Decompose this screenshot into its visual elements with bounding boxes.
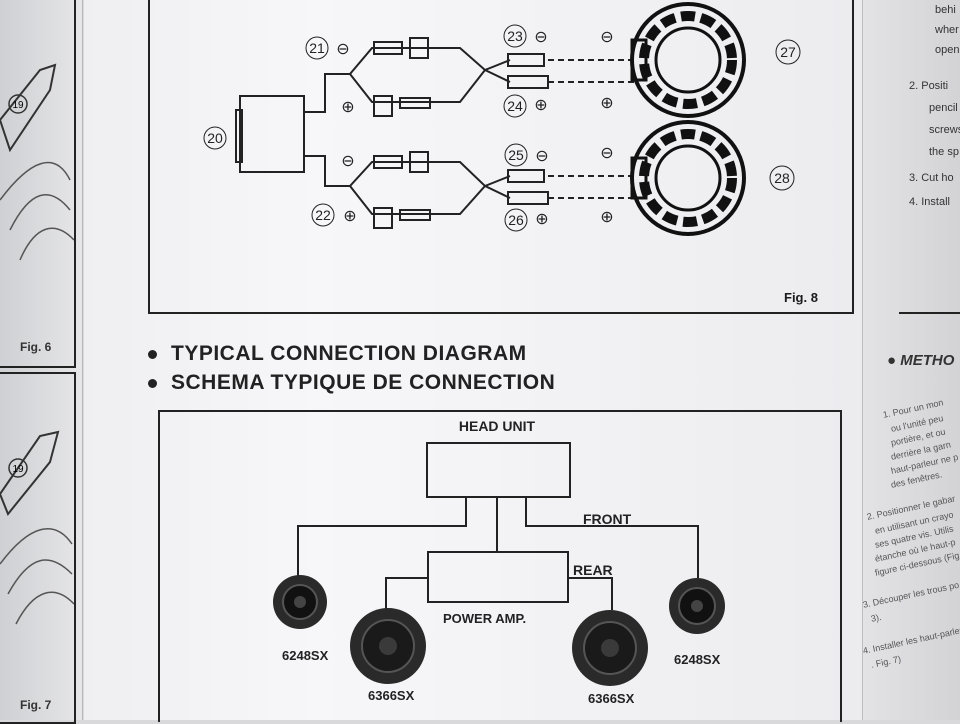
speaker-label-rear-left: 6366SX [368,688,415,703]
speaker-rear-left [350,608,426,684]
polarity-plus-21: ⊕ [341,99,354,116]
callout-21: 21 [309,40,325,56]
speaker-label-front-right: 6248SX [674,652,721,667]
callout-28: 28 [774,170,790,186]
rear-label: REAR [573,562,613,578]
callout-20: 20 [207,130,223,146]
fr-text-line: 3. Découper les trous po [862,579,960,610]
polarity-minus-22: ⊖ [341,153,354,170]
method-heading: ● METHO [887,352,955,369]
callout-27: 27 [780,44,796,60]
speaker-label-front-left: 6248SX [282,648,329,663]
heading-english: TYPICAL CONNECTION DIAGRAM [148,342,527,366]
connection-diagram-frame [158,410,842,722]
heading-french: SCHEMA TYPIQUE DE CONNECTION [148,371,555,395]
fr-text-line: 3). [869,611,883,624]
fr-text-line: . Fig. 7) [869,653,902,670]
bullet-icon [148,349,157,359]
polarity-plus-22: ⊕ [343,208,356,225]
polarity-minus-23: ⊖ [534,29,547,46]
power-amp-label: POWER AMP. [443,611,526,626]
speaker-front-right [669,578,725,634]
polarity-minus-25: ⊖ [535,148,548,165]
fig6-label: Fig. 6 [20,340,52,354]
callout-26: 26 [508,212,524,228]
main-page [84,0,864,720]
callout-22: 22 [315,207,331,223]
head-unit-box [426,442,571,498]
fig7-label: Fig. 7 [20,698,52,712]
speaker-front-left [273,575,327,629]
right-page: behi wher open 2. Positi pencil screws t… [862,0,960,720]
callout-24: 24 [507,98,523,114]
fig6-panel: 19 Fig. 6 [0,0,76,368]
right-text-line: wher [935,24,959,36]
heading-fr-text: SCHEMA TYPIQUE DE CONNECTION [171,371,556,394]
right-text-line: screws [929,124,960,136]
fig6-drawing: 19 [0,63,74,261]
callout-23: 23 [507,28,523,44]
fig7-drawing: 19 [0,430,74,625]
fig8-diagram: 21 ⊖ ⊕ 20 ⊖ 22 ⊕ 23 ⊖ ⊖ 24 ⊕ ⊕ 25 ⊖ ⊖ 26… [203,2,801,236]
right-text-line: behi [935,4,956,16]
fig8-label: Fig. 8 [784,290,818,305]
divider [899,312,960,314]
polarity-minus-27: ⊖ [600,29,613,46]
polarity-minus-21: ⊖ [336,41,349,58]
bullet-icon [148,378,157,388]
right-text-line: open [935,44,960,56]
right-text-line: 3. Cut ho [909,172,954,184]
callout-19-fig7: 19 [12,464,24,475]
right-text-line: the sp [929,146,959,158]
polarity-plus-24: ⊕ [534,97,547,114]
heading-en-text: TYPICAL CONNECTION DIAGRAM [171,342,527,365]
callout-19-fig6: 19 [12,100,24,111]
front-label: FRONT [583,511,632,527]
polarity-minus-28: ⊖ [600,145,613,162]
polarity-plus-27: ⊕ [600,95,613,112]
right-text-line: 4. Install [909,196,950,208]
speaker-28 [630,120,746,236]
power-amp-box [427,551,569,603]
polarity-plus-28: ⊕ [600,209,613,226]
fig8-frame [148,0,854,314]
head-unit-block [239,95,305,173]
speaker-rear-right [572,610,648,686]
speaker-27 [630,2,746,118]
left-page: 19 Fig. 6 19 Fig. 7 [0,0,83,724]
right-text-line: 2. Positi [909,80,949,92]
callout-25: 25 [508,147,524,163]
speaker-label-rear-right: 6366SX [588,691,635,706]
polarity-plus-26: ⊕ [535,211,548,228]
right-text-line: pencil [929,102,958,114]
head-unit-label: HEAD UNIT [459,418,536,434]
fr-text-line: 4. Installer les haut-parleu [862,624,960,656]
